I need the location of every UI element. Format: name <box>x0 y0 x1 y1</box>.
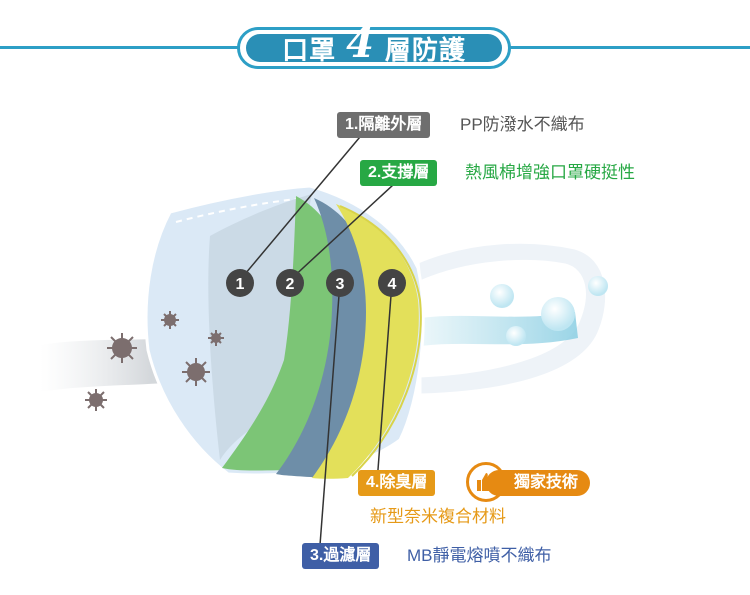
marker-1: 1 <box>236 276 245 293</box>
mask-inner-edge <box>339 205 422 477</box>
layer-4-desc: 新型奈米複合材料 <box>370 507 506 526</box>
exclusive-tech-badge: 獨家技術 <box>486 470 591 496</box>
title-number: 4 <box>346 20 375 67</box>
ear-loop <box>416 240 609 397</box>
layer-markers: 1 2 3 4 <box>226 269 406 297</box>
clean-airflow <box>420 312 578 346</box>
marker-2: 2 <box>286 276 295 293</box>
header-rule-left <box>0 46 240 49</box>
title-right-text: 層防護 <box>384 34 466 65</box>
header-rule-right <box>508 46 750 49</box>
page-title: 口罩 4 層防護 <box>237 24 511 69</box>
layer-3-desc: MB靜電熔噴不織布 <box>407 546 552 565</box>
marker-3: 3 <box>336 276 345 293</box>
layer-2-desc: 熱風棉增強口罩硬挺性 <box>465 163 635 182</box>
layer-3-tag: 3.過濾層 <box>302 543 380 569</box>
marker-4: 4 <box>388 276 397 293</box>
leader-lines <box>239 124 407 546</box>
clean-air-bubbles <box>490 276 608 346</box>
page-title-inner: 口罩 4 層防護 <box>246 24 502 65</box>
virus-icon <box>85 311 224 411</box>
layer-2-tag: 2.支撐層 <box>360 160 438 186</box>
layer-4-tag: 4.除臭層 <box>358 470 436 496</box>
title-left-text: 口罩 <box>282 34 337 65</box>
layer-1-tag: 1.隔離外層 <box>337 112 431 138</box>
layer-1-desc: PP防潑水不織布 <box>460 115 585 134</box>
